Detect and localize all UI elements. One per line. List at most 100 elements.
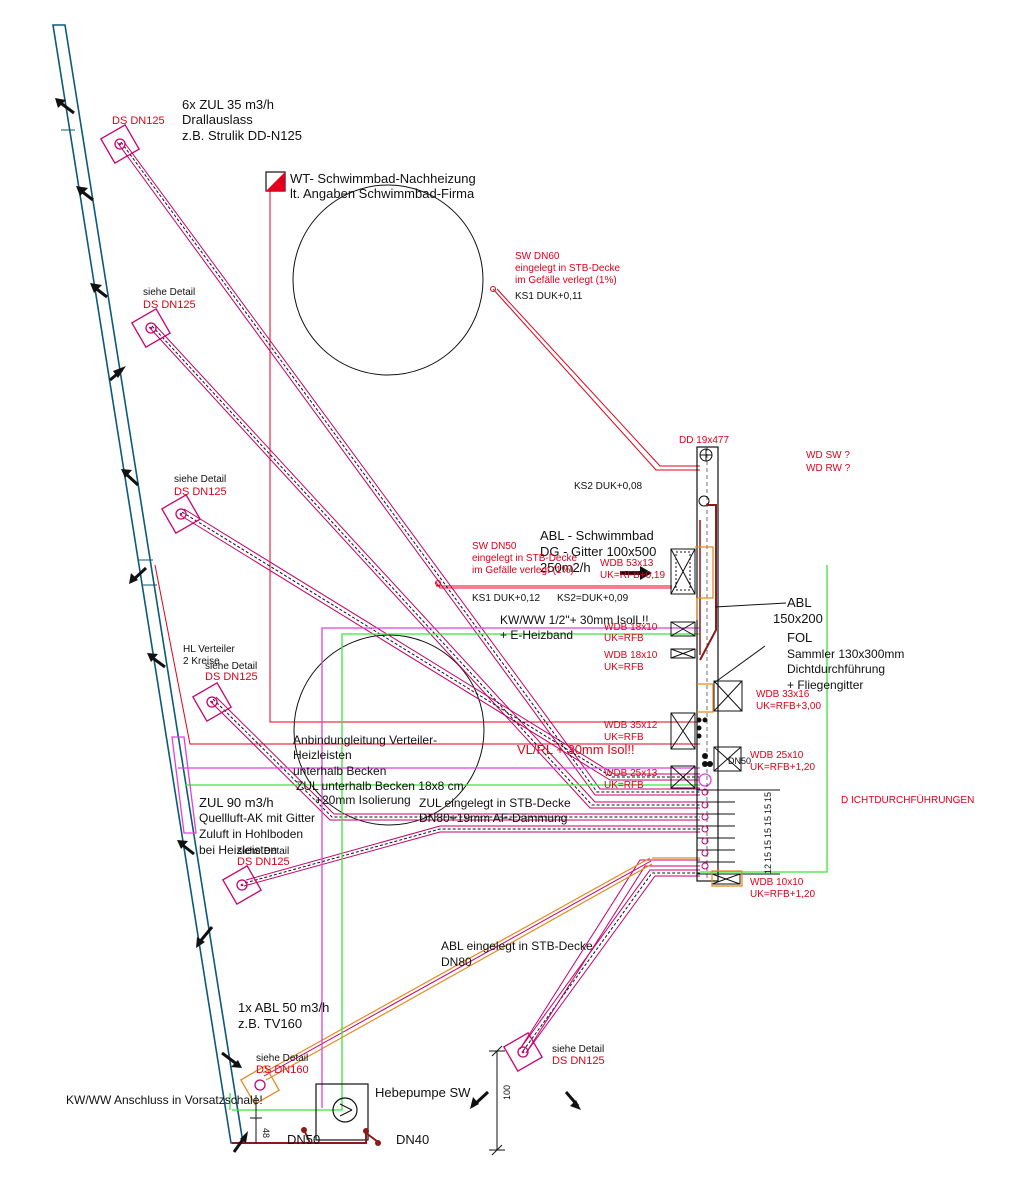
siehe-detail-2: siehe Detail bbox=[143, 287, 195, 298]
lifting-pump bbox=[232, 1083, 381, 1153]
sw60-line3: im Gefälle verlegt (1%) bbox=[515, 275, 617, 286]
zul90-line1: ZUL 90 m3/h bbox=[199, 795, 274, 810]
abl-sb-line3: 250m2/h bbox=[540, 560, 591, 575]
isol20: +20mm Isolierung bbox=[315, 793, 411, 807]
fittings-dots bbox=[696, 717, 713, 767]
kwww-line2: + E-Heizband bbox=[500, 628, 573, 642]
wdb-35x12: WDB 35x12 bbox=[604, 720, 658, 731]
diffuser-ds-dn125-6[interactable] bbox=[502, 1031, 544, 1073]
ds-label-7: DS DN125 bbox=[552, 1055, 605, 1067]
diffuser-ds-dn125-4[interactable] bbox=[191, 681, 233, 723]
wt-heater-symbol bbox=[265, 171, 286, 192]
hebepumpe: Hebepumpe SW bbox=[375, 1085, 471, 1100]
anb-line2: Heizleisten bbox=[293, 748, 352, 762]
abl-line2: 150x200 bbox=[773, 611, 823, 626]
abl-sb-line2: DG - Gitter 100x500 bbox=[540, 544, 656, 559]
dim-100-text: 100 bbox=[502, 1085, 512, 1100]
uk-rfb-c: UK=RFB bbox=[604, 732, 644, 743]
wd-rw: WD RW ? bbox=[806, 463, 851, 474]
siehe-detail-6: siehe Detail bbox=[256, 1053, 308, 1064]
uk-rfb-120-b: UK=RFB+1,20 bbox=[750, 889, 815, 900]
zul-stb-line2: DN80+19mm AF-Dämmung bbox=[419, 811, 567, 825]
ds-label-2: DS DN125 bbox=[143, 299, 196, 311]
wt-line2: lt. Angaben Schwimmbad-Firma bbox=[290, 186, 475, 201]
dn40-bottom: DN40 bbox=[396, 1132, 429, 1147]
dim-15-c: 15 bbox=[763, 816, 773, 826]
dimension-100 bbox=[489, 1045, 505, 1156]
zul-header-line3: z.B. Strulik DD-N125 bbox=[182, 128, 302, 143]
zul-becken: ZUL unterhalb Becken 18x8 cm bbox=[296, 779, 464, 793]
siehe-detail-3: siehe Detail bbox=[174, 474, 226, 485]
ks2-009: KS2=DUK+0,09 bbox=[557, 593, 629, 604]
magenta-pipes bbox=[171, 627, 700, 1108]
siehe-detail-5: siehe Detail bbox=[237, 846, 289, 857]
pool-circle-upper bbox=[292, 184, 484, 376]
uk-rfb-d: UK=RFB bbox=[604, 780, 644, 791]
wdb-25x10: WDB 25x10 bbox=[750, 750, 804, 761]
dim-12: 12 bbox=[763, 864, 773, 874]
wdb-18x10-a: WDB 18x10 bbox=[604, 622, 658, 633]
uk-rfb-a: UK=RFB bbox=[604, 633, 644, 644]
dichtdurchfuehrungen: D ICHTDURCHFÜHRUNGEN bbox=[841, 794, 974, 806]
diffuser-ds-dn125-1[interactable] bbox=[99, 123, 141, 165]
abl50-line1: 1x ABL 50 m3/h bbox=[238, 1000, 329, 1015]
dim-15-a: 15 bbox=[763, 792, 773, 802]
fol-line3: Dichtdurchführung bbox=[787, 662, 885, 676]
siehe-detail-4: siehe Detail bbox=[205, 661, 257, 672]
diffuser-ds-dn160[interactable] bbox=[239, 1064, 281, 1106]
zul-stb-line1: ZUL eingelegt in STB-Decke bbox=[419, 796, 571, 810]
dim-15-b: 15 bbox=[763, 804, 773, 814]
abl50-line2: z.B. TV160 bbox=[238, 1016, 302, 1031]
dim-15-d: 15 bbox=[763, 828, 773, 838]
wd-sw: WD SW ? bbox=[806, 450, 850, 461]
exhaust-duct-dn80 bbox=[262, 857, 700, 1081]
uk-rfb-300: UK=RFB+3,00 bbox=[756, 701, 821, 712]
sw50-line2: eingelegt in STB-Decke bbox=[472, 553, 577, 564]
ds-label-4: DS DN125 bbox=[205, 671, 258, 683]
sw60-line1: SW DN60 bbox=[515, 251, 560, 262]
dim-15-f: 15 bbox=[763, 852, 773, 862]
ks2-008: KS2 DUK+0,08 bbox=[574, 481, 643, 492]
uk-rfb-120: UK=RFB+1,20 bbox=[750, 762, 815, 773]
abl-line1: ABL bbox=[787, 595, 812, 610]
ds-dn160: DS DN160 bbox=[256, 1064, 309, 1076]
abl-leader-lines bbox=[713, 602, 787, 684]
ds-label-1: DS DN125 bbox=[112, 115, 165, 127]
red-pipes bbox=[154, 190, 700, 745]
wdb-33x16: WDB 33x16 bbox=[756, 689, 810, 700]
orange-frames bbox=[695, 546, 743, 887]
wdb-25x13: WDB 25x13 bbox=[604, 768, 658, 779]
diffuser-ds-dn125-3[interactable] bbox=[160, 493, 202, 535]
zul90-line4: bei Heizleisten bbox=[199, 843, 277, 857]
vlrl: VL/RL + 30mm Isol!! bbox=[517, 742, 635, 757]
wdb-53x13: WDB 53x13 bbox=[600, 558, 654, 569]
dd-19x477: DD 19x477 bbox=[679, 435, 729, 446]
annotations: 6x ZUL 35 m3/h Drallauslass z.B. Strulik… bbox=[66, 97, 974, 1147]
uk-rfb-019: UK=RFB+0,19 bbox=[600, 570, 665, 581]
fol-line2: Sammler 130x300mm bbox=[787, 647, 904, 661]
wdb-10x10: WDB 10x10 bbox=[750, 877, 804, 888]
distribution-shaft bbox=[696, 446, 780, 882]
ks1-012: KS1 DUK+0,12 bbox=[472, 593, 541, 604]
zul-header-line1: 6x ZUL 35 m3/h bbox=[182, 97, 274, 112]
dim-15-e: 15 bbox=[763, 840, 773, 850]
abl-sb-line1: ABL - Schwimmbad bbox=[540, 528, 654, 543]
hl-line1: HL Verteiler bbox=[183, 644, 236, 655]
supply-ducts bbox=[116, 141, 700, 1054]
kwww-line1: KW/WW 1/2"+ 30mm IsolL!! bbox=[500, 613, 649, 627]
diffuser-ds-dn125-2[interactable] bbox=[130, 307, 172, 349]
fol-line1: FOL bbox=[787, 630, 812, 645]
anb-line1: Anbindungleitung Verteiler- bbox=[293, 733, 437, 747]
wdb-18x10-b: WDB 18x10 bbox=[604, 650, 658, 661]
wt-line1: WT- Schwimmbad-Nachheizung bbox=[290, 171, 476, 186]
wall-openings bbox=[670, 548, 743, 885]
anb-line3: unterhalb Becken bbox=[293, 764, 386, 778]
hl-line2: 2 Kreise bbox=[183, 656, 220, 667]
sw50-line1: SW DN50 bbox=[472, 541, 517, 552]
zul-header-line2: Drallauslass bbox=[182, 112, 253, 127]
diffuser-ds-dn125-5[interactable] bbox=[221, 864, 263, 906]
window-arrows bbox=[55, 98, 581, 1110]
abl-stb-line2: DN80 bbox=[441, 955, 472, 969]
